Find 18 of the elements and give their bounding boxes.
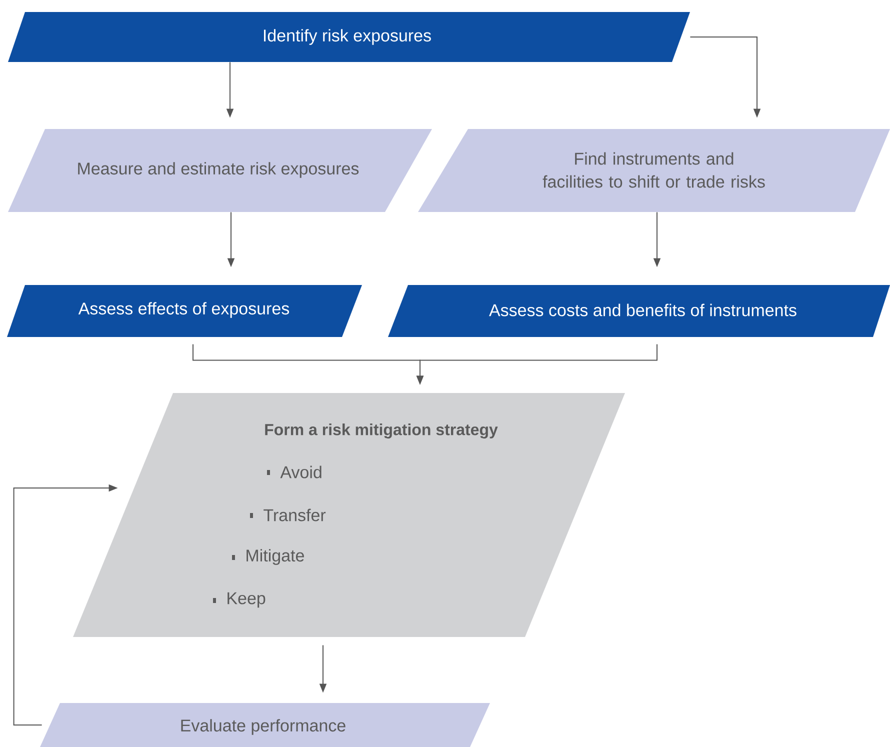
step-parallelogram: [8, 129, 432, 212]
step-label: Form a risk mitigation strategy: [265, 424, 498, 438]
step-parallelogram: [418, 129, 890, 212]
step-parallelogram: [73, 393, 625, 637]
step-label: Evaluate performance: [181, 719, 346, 735]
step-label: Assess effects of exposures: [78, 302, 290, 318]
bullet-item: Mitigate: [232, 549, 304, 565]
step-parallelogram: [40, 703, 490, 747]
bullet-item: Keep: [213, 592, 266, 608]
bullet-item: Transfer: [250, 508, 326, 522]
step-label: Find instruments and facilities to shift or trade risks: [542, 152, 765, 188]
step-label: Measure and estimate risk exposures: [78, 162, 359, 178]
step-label: Assess costs and benefits of instruments: [489, 304, 796, 316]
step-label: Identify risk exposures: [264, 29, 431, 45]
bullet-item: Avoid: [267, 466, 322, 478]
step-parallelogram: [8, 12, 690, 62]
step-parallelogram: [388, 285, 890, 337]
step-parallelogram: [7, 285, 362, 337]
